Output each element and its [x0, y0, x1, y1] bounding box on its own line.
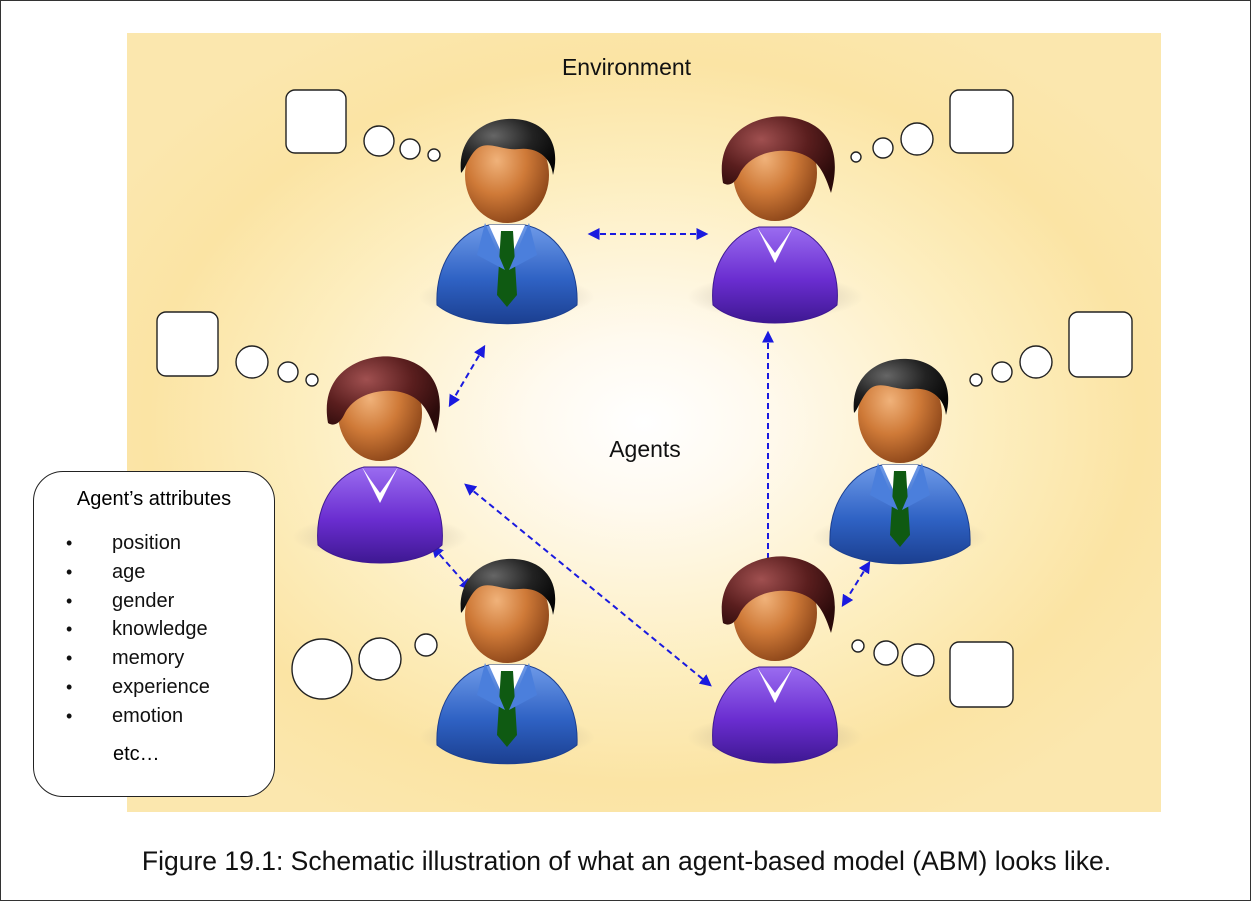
agents-label: Agents [609, 436, 681, 462]
attribute-item: age [66, 558, 210, 587]
attribute-item: knowledge [66, 615, 210, 644]
thought-bubble-middle-left [156, 311, 319, 387]
interaction-arrows [431, 228, 871, 687]
attribute-item: experience [66, 673, 210, 702]
thought-bubble-bottom-right [851, 639, 1014, 708]
environment-label: Environment [561, 54, 692, 80]
agent-woman-bottom-right [687, 556, 863, 764]
attributes-title: Agent’s attributes [76, 488, 232, 510]
arrow-midleft-bottomright [464, 483, 712, 687]
figure-caption: Figure 19.1: Schematic illustration of w… [141, 846, 1112, 876]
agent-woman-top-right [687, 116, 863, 324]
agent-woman-middle-left [292, 356, 468, 564]
agent-man-top-left [419, 118, 595, 325]
attributes-etc: etc… [113, 743, 160, 765]
attributes-list: position age gender knowledge memory exp… [66, 529, 210, 731]
attribute-item: emotion [66, 702, 210, 731]
thought-bubble-top-right [850, 89, 1014, 163]
agent-man-bottom-left [419, 558, 595, 765]
attribute-item: memory [66, 644, 210, 673]
attribute-item: position [66, 529, 210, 558]
arrow-midright-bottomright [841, 560, 871, 608]
attribute-item: gender [66, 587, 210, 616]
attributes-box: Agent’s attributes position age gender k… [33, 471, 275, 797]
thought-bubble-bottom-left [291, 633, 438, 700]
thought-bubble-middle-right [969, 311, 1133, 387]
thought-bubble-top-left [285, 89, 441, 162]
agent-man-middle-right [812, 358, 988, 565]
arrow-topleft-midleft [448, 344, 486, 408]
